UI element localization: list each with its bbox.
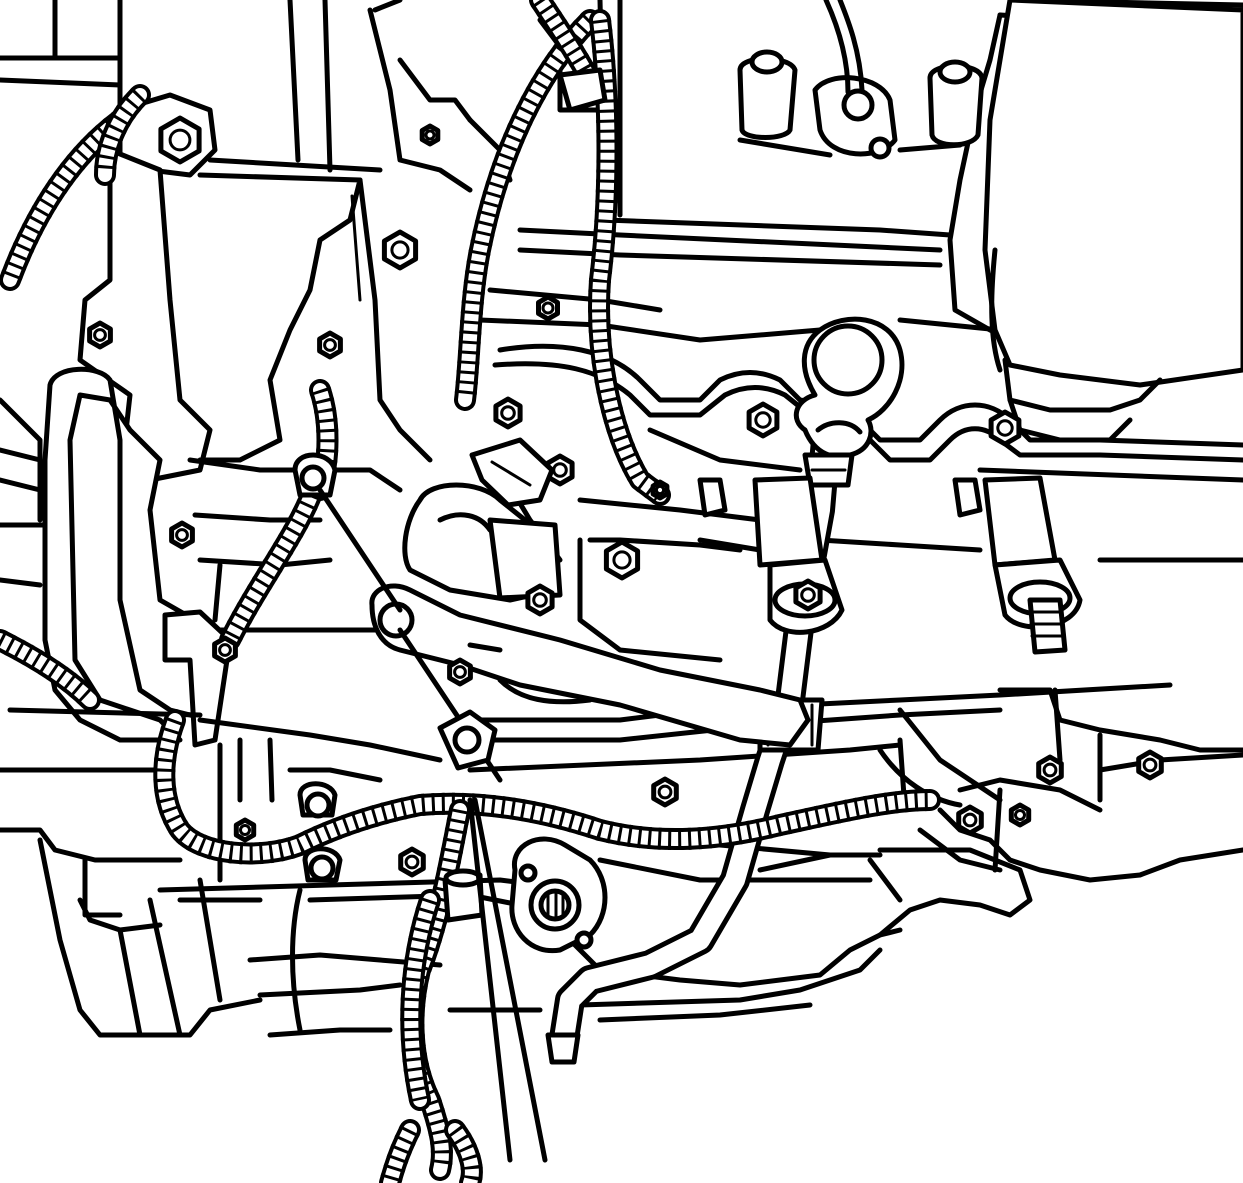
harness-bracket [402,482,563,603]
hex-bolt-icon [650,479,670,501]
hex-bolt-icon [87,320,113,350]
injector-outlets [697,475,1083,655]
harness-segment-3 [454,12,598,402]
pivot-stud [437,709,498,771]
oil-filter-housing [982,0,1243,443]
harness-segment-9 [153,716,931,865]
harness-segment-7 [220,481,326,645]
hex-bolt-icon [381,229,419,271]
injector-bosses [737,0,985,160]
hex-bolt-icon [746,401,780,439]
hex-bolt-icon [169,520,195,550]
hex-bolt-icon [447,657,473,687]
harness-segment-12 [379,1125,420,1183]
hex-bolt-icon [525,583,555,617]
harness-segment-5 [530,0,600,86]
harness-segment-8 [0,630,98,708]
hex-bolt-icon [651,776,679,808]
hex-bolt-icon [493,396,523,430]
hex-bolt-icon [1136,749,1164,781]
hex-bolt-icon [233,817,257,843]
hex-bolt-icon [212,635,238,665]
sensor-flange [509,836,608,954]
hex-bolt-icon [793,578,823,612]
harness-segment-11 [404,893,437,1107]
hex-bolt-icon [956,804,984,836]
hex-bolt-icon [988,409,1022,447]
hex-bolt-icon [1008,802,1032,828]
hex-bolt-icon [603,539,641,581]
dipstick-support-bracket [369,583,811,748]
hex-bolt-icon [317,330,343,360]
hex-bolt-icon [1036,754,1064,786]
threaded-stud-icon [1027,597,1068,655]
hex-bolt-icon [398,846,426,878]
harness-clip-icon [557,67,608,113]
hex-bolt-icon [536,294,560,322]
hex-bolt-icon [158,115,202,165]
hex-bolt-icon [419,123,441,147]
harness-segment-2 [94,87,149,176]
harness-segment-13 [445,1123,483,1183]
bolt-group [87,115,1164,878]
harness-segment-4 [588,18,667,504]
